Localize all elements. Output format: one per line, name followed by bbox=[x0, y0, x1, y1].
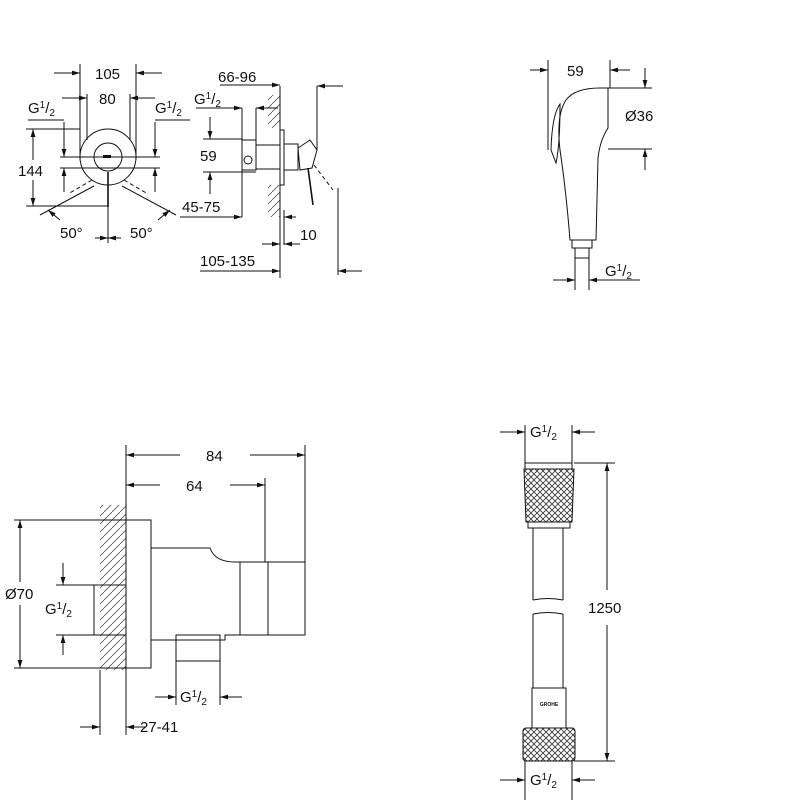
dim-hose-length: 1250 bbox=[588, 600, 621, 617]
dim-depth-inner: 64 bbox=[186, 478, 203, 495]
outlet-thread bbox=[175, 634, 221, 662]
dim-shower-diameter: Ø36 bbox=[625, 108, 653, 125]
angle-right: 50° bbox=[130, 225, 153, 242]
hose-nut-bottom bbox=[522, 727, 576, 762]
dim-width-inner: 80 bbox=[99, 91, 116, 108]
dim-shower-length: 59 bbox=[567, 63, 584, 80]
hand-shower-view: 59 Ø36 G1/2 bbox=[530, 60, 653, 290]
valve-body bbox=[241, 139, 257, 171]
dim-depth-range: 45-75 bbox=[182, 199, 220, 216]
wall-outlet-view: 84 64 Ø70 G1/2 G1/2 27-41 bbox=[5, 445, 306, 736]
thread-label-inlet: G1/2 bbox=[45, 601, 72, 620]
wall-flange bbox=[125, 519, 152, 669]
thread-label-right: G1/2 bbox=[155, 100, 182, 119]
dim-flange-diameter: Ø70 bbox=[5, 586, 33, 603]
dim-total-range: 105-135 bbox=[200, 253, 255, 270]
dim-width-outer: 105 bbox=[95, 66, 120, 83]
dim-height: 144 bbox=[18, 163, 43, 180]
thread-label-hose-bottom: G1/2 bbox=[530, 772, 557, 791]
hose-view: GROHE G1/2 G1/2 1250 bbox=[500, 424, 621, 800]
inlet-thread bbox=[93, 584, 127, 636]
hose-nut-top bbox=[523, 468, 575, 523]
dim-wall-range: 66-96 bbox=[218, 69, 256, 86]
dim-depth-outer: 84 bbox=[206, 448, 223, 465]
dim-wall-thickness: 27-41 bbox=[140, 719, 178, 736]
hose-sleeve bbox=[531, 687, 567, 729]
thread-label-shower: G1/2 bbox=[605, 263, 632, 282]
grohe-logo: GROHE bbox=[540, 702, 559, 708]
trigger bbox=[550, 102, 561, 165]
handle bbox=[297, 139, 318, 171]
valve-side-view: 66-96 G1/2 59 45-75 10 105-135 bbox=[180, 69, 362, 278]
thread-label-left: G1/2 bbox=[28, 100, 55, 119]
valve-front-view: 105 80 G1/2 G1/2 144 50° 50° bbox=[18, 64, 190, 243]
angle-left: 50° bbox=[60, 225, 83, 242]
thread-label-outlet: G1/2 bbox=[180, 689, 207, 708]
dim-offset: 10 bbox=[300, 227, 317, 244]
hand-shower-body bbox=[558, 87, 609, 241]
thread-label-hose-top: G1/2 bbox=[530, 424, 557, 443]
thread-label-side: G1/2 bbox=[194, 91, 221, 110]
dim-body-height: 59 bbox=[200, 148, 217, 165]
outlet-body bbox=[151, 547, 306, 641]
